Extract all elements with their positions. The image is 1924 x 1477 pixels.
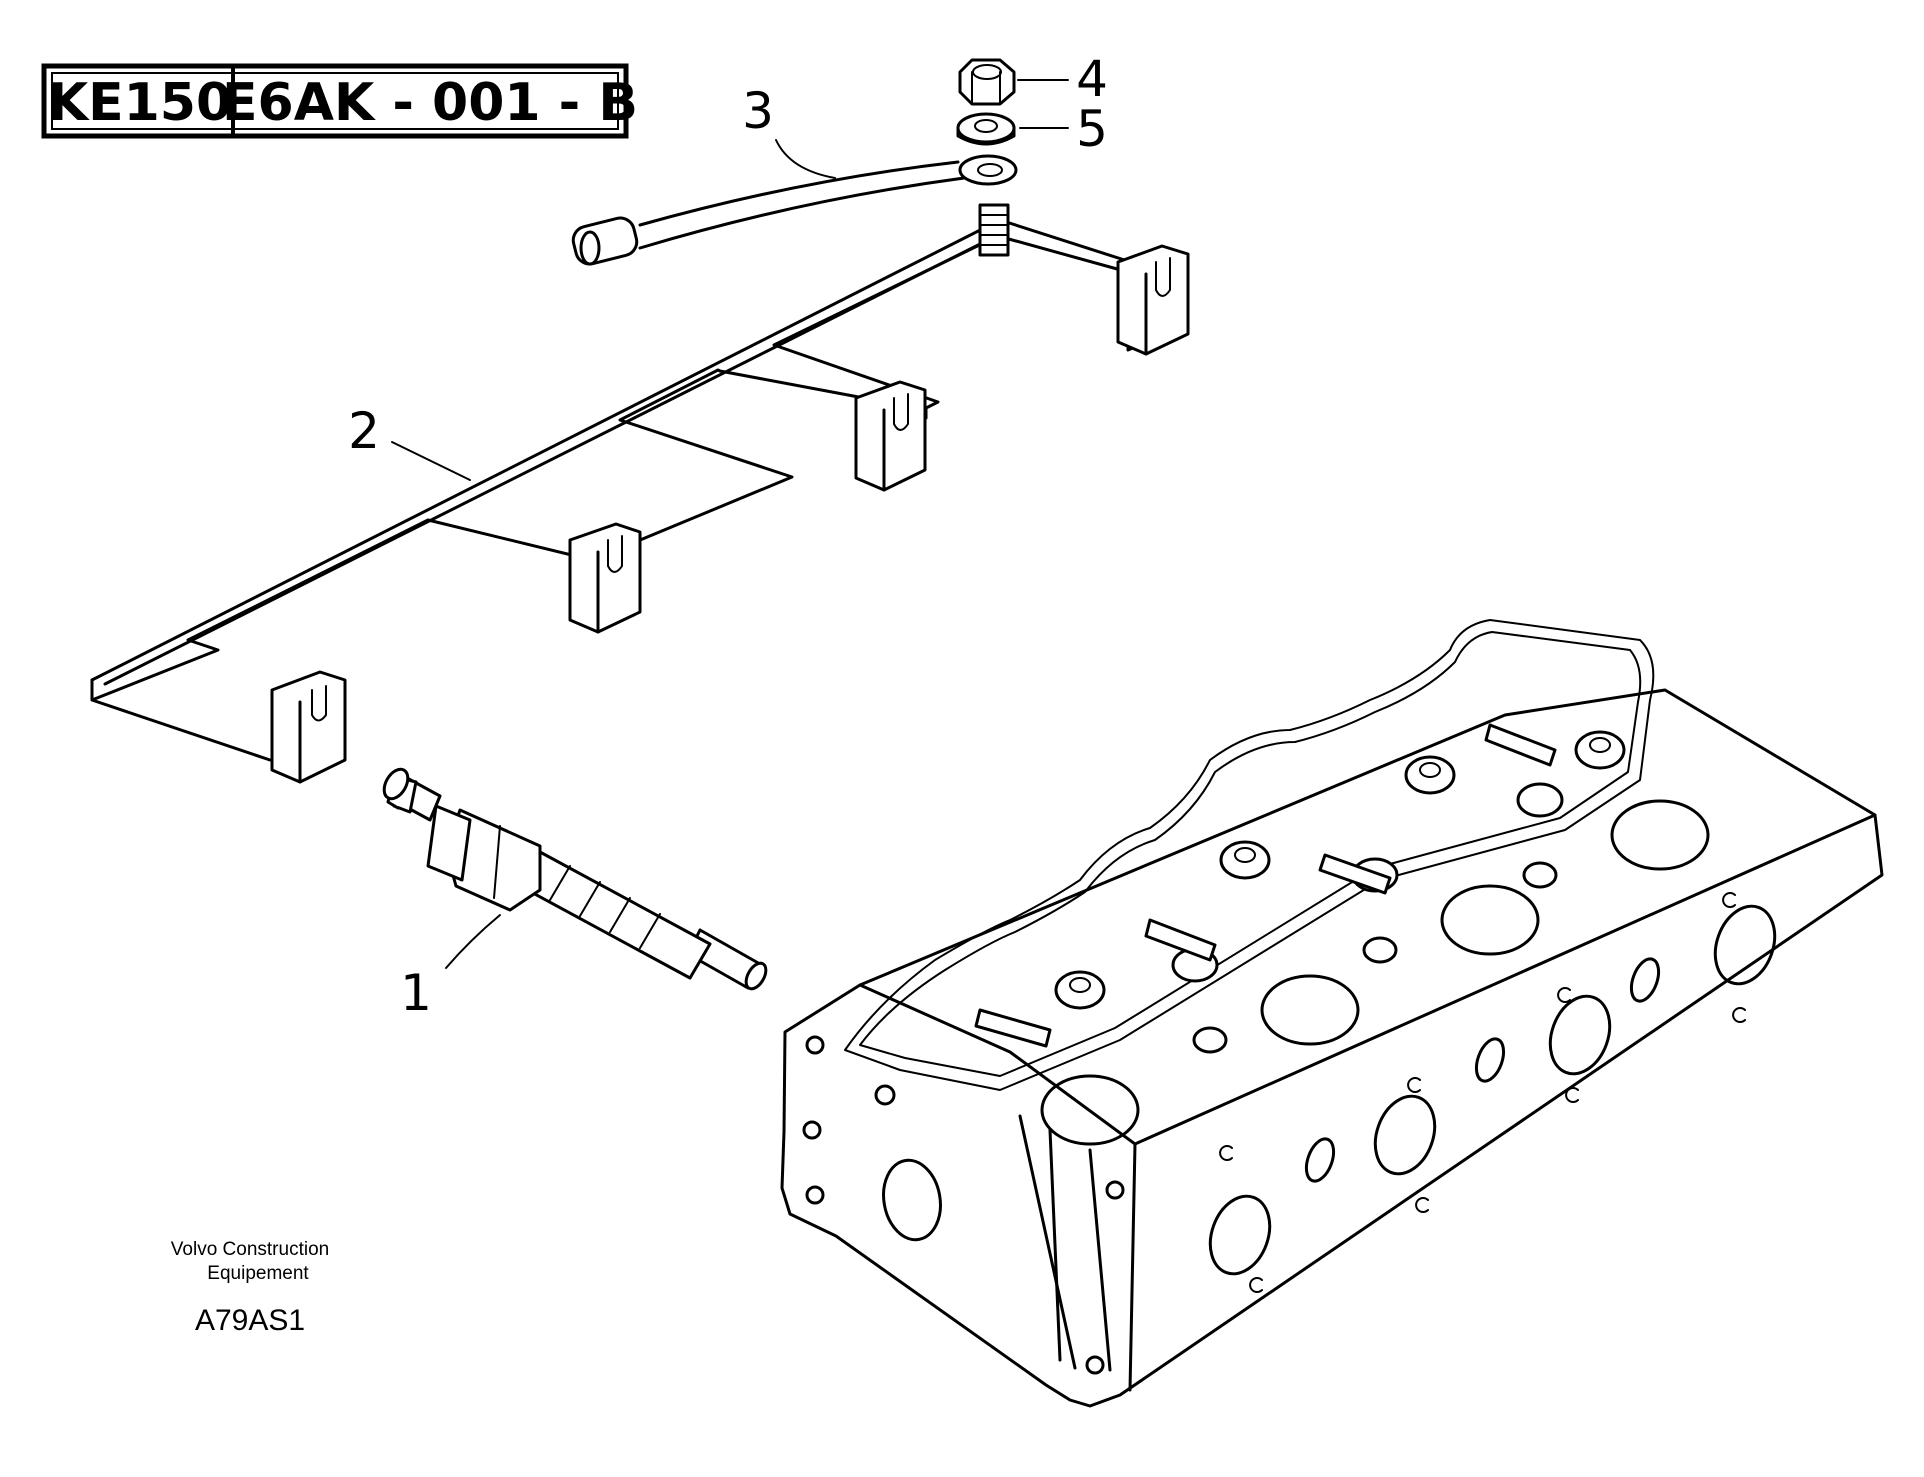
figure-code: A79AS1	[195, 1304, 305, 1337]
callout-3: 3	[742, 82, 774, 140]
callout-4: 4	[1076, 50, 1108, 108]
glow-plug-drawing	[382, 767, 768, 991]
cylinder-head-drawing	[780, 619, 1884, 1408]
nut-drawing	[958, 58, 1016, 106]
publisher-line-2: Equipement	[207, 1263, 309, 1284]
reference-code: E6AK - 001 - B	[222, 73, 638, 133]
washer-drawing	[956, 112, 1016, 146]
cable-drawing	[571, 154, 1018, 266]
model-code: KE150	[48, 73, 232, 133]
header-reference-box: KE150 E6AK - 001 - B	[41, 63, 638, 139]
callout-5: 5	[1076, 100, 1108, 158]
leader-lines	[391, 79, 1069, 969]
bus-bar-drawing	[90, 203, 1190, 784]
callout-1: 1	[400, 964, 432, 1022]
callout-2: 2	[348, 402, 380, 460]
publisher-line-1: Volvo Construction	[171, 1239, 329, 1260]
